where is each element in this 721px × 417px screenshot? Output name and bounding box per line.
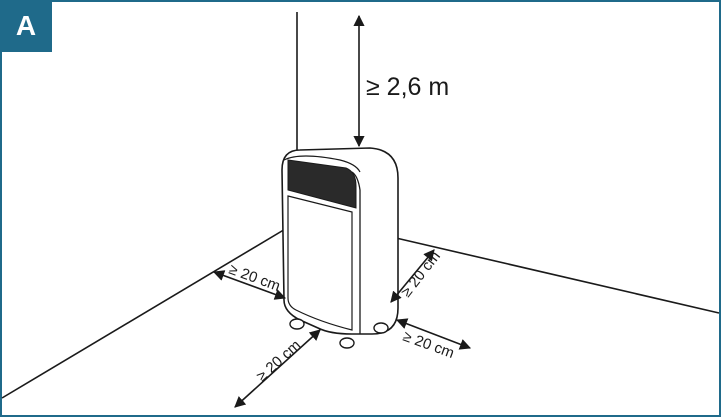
wheel-front-right-icon (339, 337, 355, 349)
unit-top-edge (283, 155, 361, 173)
front-clearance-label: ≥ 20 cm (253, 337, 304, 385)
left-wall-clearance-arrow (212, 270, 287, 300)
dehumidifier-unit (281, 147, 399, 349)
ceiling-clearance-label: ≥ 2,6 m (366, 73, 449, 101)
floor-right-line (395, 237, 720, 314)
unit-front-panel (287, 195, 353, 331)
unit-grille (287, 159, 357, 209)
left-wall-clearance-label: ≥ 20 cm (227, 261, 283, 295)
right-side-clearance-arrow (395, 318, 472, 350)
wheel-back-right-icon (373, 322, 389, 334)
back-wall-clearance-label: ≥ 20 cm (398, 248, 444, 300)
dimension-arrows (212, 14, 472, 408)
front-clearance-arrow (234, 329, 321, 408)
floor-left-line (1, 221, 298, 399)
unit-side-edge (351, 171, 361, 334)
figure-label-badge: A (0, 0, 52, 52)
wheel-front-left-icon (289, 318, 305, 330)
back-wall-clearance-arrow (390, 249, 435, 303)
